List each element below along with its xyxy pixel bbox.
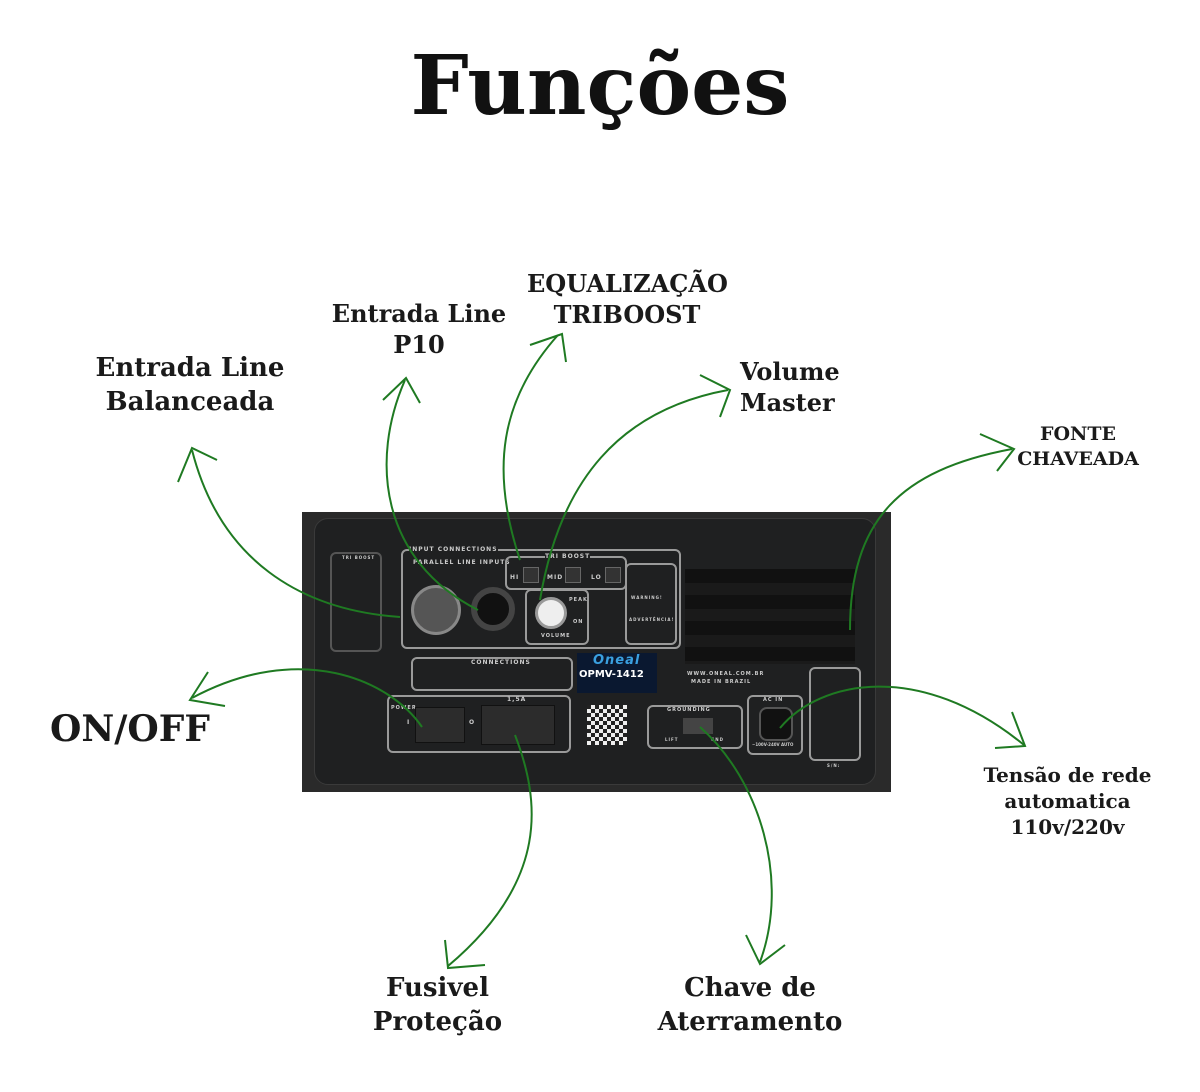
amplifier-rear-panel: TRI BOOST INPUT CONNECTIONS PARALLEL LIN… [302,512,891,792]
switch-on-mark: I [407,719,411,726]
arrow-switching-power [849,433,1016,631]
triboost-label: TRI BOOST [545,553,591,560]
label-line: Proteção [372,1006,503,1037]
model-text: OPMV-1412 [579,669,644,680]
graph-title: TRI BOOST [342,555,376,560]
label-line: Fusivel [386,973,489,1003]
serial-number-box: S/N: [809,667,861,768]
mid-label: MID [547,574,564,581]
ground-lift-switch[interactable] [683,718,713,734]
power-section: POWER I O 1,5A [387,695,571,753]
peak-label: PEAK [569,597,588,603]
ac-in-label: AC IN [763,697,784,703]
brand-text: Oneal [593,653,641,668]
power-connector[interactable] [759,707,793,741]
volume-label: VOLUME [541,633,571,639]
input-connections-label: INPUT CONNECTIONS [409,546,498,553]
arrow-p10-input [382,376,479,611]
heatsink [685,569,855,664]
label-line: Entrada Line [331,299,507,328]
label-line: TRIBOOST [553,300,701,330]
made-in-text: MADE IN BRAZIL [691,679,752,685]
grounding-section: GROUNDING LIFT GND [647,705,743,749]
label-line: CHAVEADA [1017,447,1139,470]
warning-text: WARNING! [631,595,663,600]
lo-label: LO [591,574,602,581]
ac-in-section: AC IN ~100V-240V AUTO [747,695,803,755]
connections-section: CONNECTIONS [411,657,573,691]
panel-plate: TRI BOOST INPUT CONNECTIONS PARALLEL LIN… [314,518,876,785]
label-line: Aterramento [657,1006,843,1037]
label-line: Tensão de rede [983,763,1152,787]
label-line: EQUALIZAÇÃO [527,269,728,298]
grounding-label: GROUNDING [667,707,711,713]
power-switch[interactable] [415,707,465,743]
arrow-on-off [188,668,423,728]
triboost-graph: TRI BOOST [330,552,382,652]
p10-jack-input[interactable] [471,587,515,631]
label-line: Chave de [684,973,816,1003]
on-label: ON [573,619,584,625]
arrow-auto-voltage [779,685,1027,749]
website-text: WWW.ONEAL.COM.BR [687,671,765,677]
page-title: Funções [410,38,790,134]
label-line: Entrada Line [95,353,285,383]
warning-label-box: WARNING! ADVERTÊNCIA! [625,563,677,645]
volume-knob[interactable] [535,597,567,629]
label-line: Balanceada [105,386,275,417]
label-line: P10 [393,330,445,360]
xlr-input[interactable] [411,585,461,635]
connections-label: CONNECTIONS [471,659,531,666]
advertencia-text: ADVERTÊNCIA! [629,617,675,622]
label-line: Master [740,388,835,418]
switch-off-mark: O [469,719,476,726]
mid-button[interactable] [565,567,581,583]
qr-code [587,705,627,745]
input-section: INPUT CONNECTIONS PARALLEL LINE INPUTS T… [401,546,681,649]
label-line: automatica [1004,789,1131,813]
volume-section: PEAK ON VOLUME [525,589,589,645]
serial-label: S/N: [827,763,841,768]
fuse-rating: 1,5A [507,696,527,703]
gnd-label: GND [711,737,724,742]
hi-label: HI [510,574,520,581]
arrow-equalization [502,332,567,561]
voltage-label: ~100V-240V AUTO [752,742,794,747]
hi-button[interactable] [523,567,539,583]
lift-label: LIFT [665,737,679,742]
label-line: FONTE [1039,423,1117,445]
parallel-inputs-label: PARALLEL LINE INPUTS [413,559,511,566]
lo-button[interactable] [605,567,621,583]
arrow-ground-switch [699,726,786,966]
label-line: 110v/220v [1010,815,1125,839]
arrow-fuse [444,734,533,970]
brand-logo: Oneal OPMV-1412 [577,653,657,693]
label-line: Volume [740,357,840,386]
arrow-volume-master [539,374,732,601]
fuse-holder[interactable] [481,705,555,745]
arrow-balanced-input [177,446,401,618]
label-on-off: ON/OFF [50,708,210,750]
